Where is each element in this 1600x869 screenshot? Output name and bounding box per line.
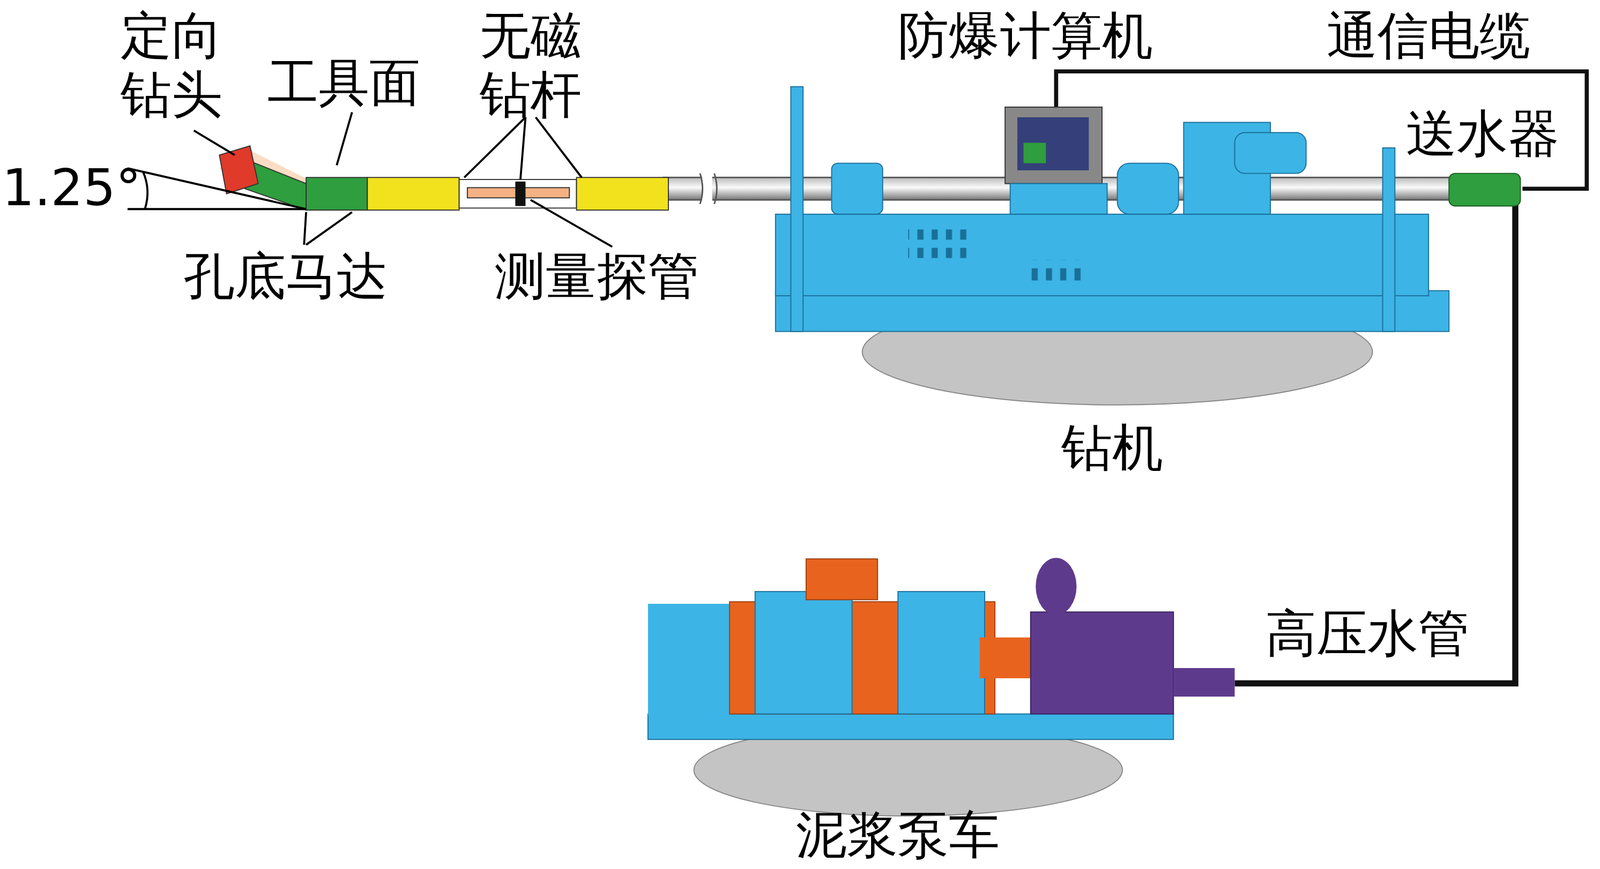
water-feeder <box>1448 173 1521 207</box>
drill-collar <box>576 177 669 211</box>
part-label: 定向 钻头 <box>120 5 228 125</box>
part-label: 测量探管 <box>494 247 699 307</box>
part-label: 防爆计算机 <box>897 5 1153 65</box>
part-label: 钻机 <box>1061 418 1164 478</box>
non-magnetic-rod <box>459 179 577 208</box>
drill-bit <box>219 145 258 194</box>
rig-frame <box>775 291 1449 332</box>
bottom-hole-motor <box>306 177 368 211</box>
part-label: 工具面 <box>267 53 421 113</box>
explosion-proof-computer <box>1005 107 1103 184</box>
part-label: 高压水管 <box>1265 604 1470 664</box>
part-label: 1.25° <box>2 158 142 218</box>
mud-pump <box>1030 612 1174 714</box>
drill-collar <box>367 177 459 211</box>
part-label: 送水器 <box>1405 103 1560 163</box>
part-label: 无磁 钻杆 <box>479 5 587 125</box>
part-label: 通信电缆 <box>1326 5 1531 65</box>
pipe-break <box>702 171 713 207</box>
leader-lines <box>194 112 613 247</box>
part-label: 泥浆泵车 <box>795 806 1001 866</box>
part-label: 孔底马达 <box>183 247 389 307</box>
pump-base <box>648 714 1174 741</box>
